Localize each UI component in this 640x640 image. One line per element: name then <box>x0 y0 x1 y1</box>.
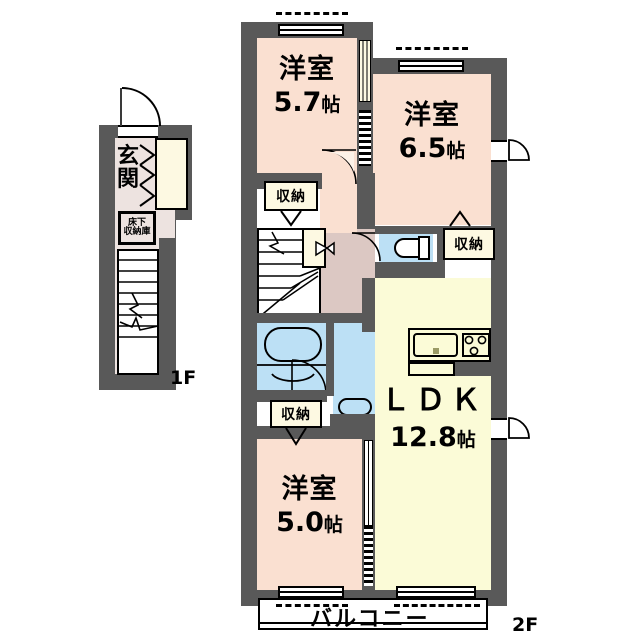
sliding-door-bedrooms-top <box>359 40 371 102</box>
wall-ldk-left-upper <box>362 278 375 326</box>
wall-1f-bottom <box>99 374 176 390</box>
room-ldk-size: 12.8帖 <box>375 424 491 451</box>
bathtub-icon <box>264 327 322 362</box>
room-bedroom-5-0-name: 洋室 <box>281 474 338 505</box>
room-bedroom-5-7-name: 洋室 <box>279 54 335 85</box>
genkan-label-line1: 玄 <box>117 144 140 169</box>
closet-top-left: 収納 <box>264 181 318 211</box>
window-bedroom57-top-mullion <box>278 29 344 31</box>
railing-bedroom57-top <box>276 12 348 15</box>
shoe-cabinet <box>155 138 188 210</box>
staircase-1f <box>117 249 159 375</box>
balcony-inner-line <box>258 622 488 624</box>
bedroom-6-5-size-unit: 帖 <box>446 140 466 162</box>
room-bedroom-5-7-size: 5.7帖 <box>257 89 357 116</box>
wall-toilet-top <box>375 226 491 234</box>
ldk-size-unit: 帖 <box>456 429 476 451</box>
closet-right-label: 収納 <box>454 237 484 253</box>
wall-2f-left <box>241 22 257 606</box>
under-floor-storage-line1: 床下 <box>127 218 146 228</box>
door-opening-bedroom65-right <box>491 140 507 162</box>
balcony-label: バルコニー <box>310 607 430 632</box>
genkan-label: 玄 関 <box>117 145 139 191</box>
door-opening-ldk-right <box>491 418 507 440</box>
first-floor-label: 1F <box>170 367 197 389</box>
entrance-door-opening <box>118 125 158 138</box>
room-ldk-name: ＬＤＫ <box>380 383 486 418</box>
bedroom-5-7-size-value: 5.7 <box>273 87 322 118</box>
railing-ldk-bottom <box>394 604 480 607</box>
room-bedroom-6-5-size: 6.5帖 <box>373 135 491 162</box>
closet-bottom: 収納 <box>270 400 322 428</box>
room-ldk-label: ＬＤＫ 12.8帖 <box>375 383 491 452</box>
room-bedroom-5-0 <box>257 438 362 590</box>
room-bedroom-6-5 <box>373 74 491 225</box>
bedroom-5-7-size-unit: 帖 <box>321 94 341 116</box>
railing-bedroom65-top <box>396 47 468 50</box>
under-floor-storage: 床下 収納庫 <box>118 211 156 245</box>
ldk-size-value: 12.8 <box>390 422 457 453</box>
room-bedroom-6-5-name: 洋室 <box>404 100 460 131</box>
closet-top-left-label: 収納 <box>276 189 306 205</box>
second-floor-label: 2F <box>512 614 539 636</box>
room-bedroom-6-5-label: 洋室 6.5帖 <box>373 102 491 162</box>
wall-washroom-left-sep <box>362 322 375 332</box>
bedroom-5-0-size-value: 5.0 <box>276 507 324 538</box>
wall-toilet-bottom <box>375 262 445 278</box>
wall-washroom-bottom <box>330 414 375 426</box>
balcony <box>258 598 488 630</box>
kitchen-front-counter <box>408 362 455 376</box>
wall-hall-bottom <box>321 313 375 323</box>
room-bedroom-5-0-label: 洋室 5.0帖 <box>257 476 362 536</box>
railing-bedroom50-bottom <box>276 604 348 607</box>
sliding-door-hatch <box>364 526 373 586</box>
door-hatch-bedroom57 <box>359 110 371 166</box>
hallway-2f-upper <box>320 173 357 233</box>
window-ldk-bottom-mullion <box>396 591 476 593</box>
wall-stairs-bottom <box>257 313 321 323</box>
wall-closet-right-sep <box>437 226 445 278</box>
wall-2f-right <box>491 58 507 606</box>
wall-1f-outer-left <box>99 125 115 390</box>
bedroom-6-5-size-value: 6.5 <box>398 133 447 164</box>
wall-bath-bottom <box>257 390 327 402</box>
genkan-label-line2: 関 <box>117 167 140 193</box>
bedroom-5-0-size-unit: 帖 <box>323 514 343 536</box>
kitchen-sink-drain-icon <box>433 348 439 354</box>
under-floor-storage-line2: 収納庫 <box>123 227 151 237</box>
wall-hall-upper-right <box>357 173 375 229</box>
closet-bottom-label: 収納 <box>281 407 311 423</box>
window-bedroom50-bottom-mullion <box>278 591 344 593</box>
wall-1f-outer-right-lower <box>159 210 176 390</box>
wall-kitchen-back <box>455 362 491 376</box>
wall-bath-right <box>326 322 334 396</box>
room-bedroom-5-7-label: 洋室 5.7帖 <box>257 56 357 116</box>
window-bedroom65-top-mullion <box>398 65 464 67</box>
room-bedroom-5-0-size: 5.0帖 <box>257 509 362 536</box>
sliding-door-line <box>368 440 369 526</box>
closet-right: 収納 <box>443 228 495 260</box>
